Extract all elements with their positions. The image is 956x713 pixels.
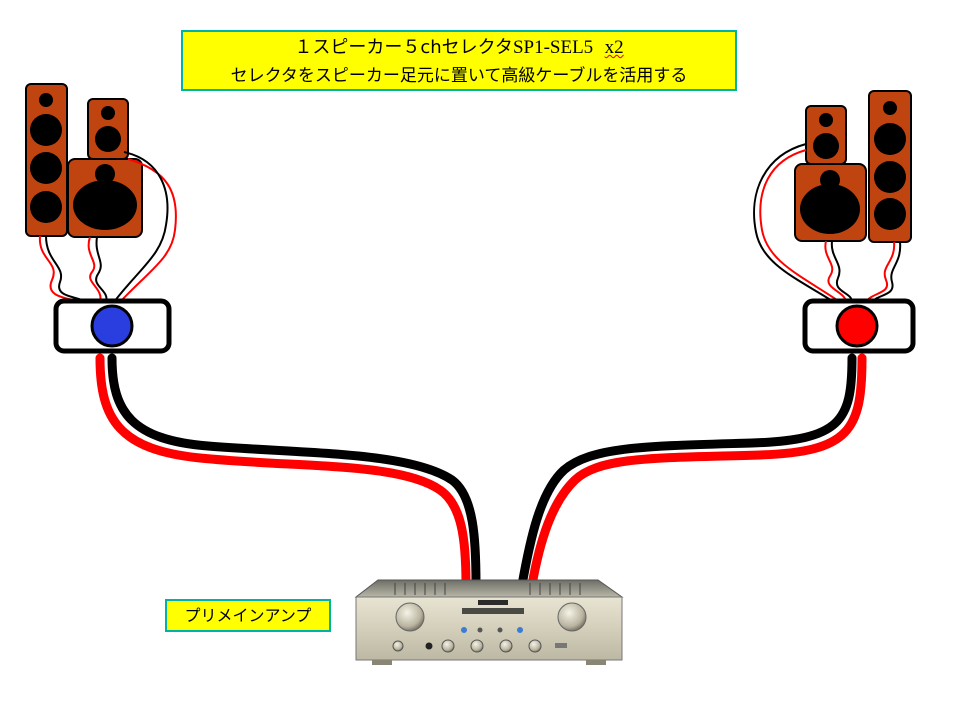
left-center-speaker — [67, 158, 143, 238]
woofer-icon — [30, 114, 62, 146]
left-speaker-wires — [38, 151, 177, 303]
woofer-icon — [874, 198, 906, 230]
woofer-icon — [95, 126, 121, 152]
tweeter-icon — [101, 106, 115, 120]
right-selector — [802, 298, 916, 354]
left-selector — [53, 298, 172, 354]
input-selector-knob — [395, 602, 425, 632]
right-center-speaker — [794, 163, 867, 242]
title-multiplier: x2 — [604, 37, 624, 58]
left-selector-knob — [90, 304, 134, 348]
left-tower-speaker — [25, 83, 68, 237]
title-line2: セレクタをスピーカー足元に置いて高級ケーブルを活用する — [230, 66, 688, 86]
woofer-icon — [30, 191, 62, 223]
woofer-icon — [813, 133, 839, 159]
volume-knob — [557, 602, 587, 632]
woofer-icon — [874, 123, 906, 155]
title-box: １スピーカー５chセレクタSP1-SEL5 x2 セレクタをスピーカー足元に置い… — [181, 30, 737, 91]
tweeter-icon — [95, 164, 115, 184]
amp-label: プリメインアンプ — [165, 599, 331, 632]
amplifier — [354, 579, 624, 665]
title-model: SP1-SEL5 — [512, 37, 594, 58]
title-prefix: １スピーカー５chセレクタ — [294, 37, 513, 58]
right-small-speaker — [805, 105, 847, 165]
woofer-icon — [800, 184, 860, 234]
main-cables — [95, 353, 867, 590]
woofer-icon — [73, 180, 137, 230]
woofer-icon — [30, 152, 62, 184]
left-small-speaker — [87, 98, 129, 160]
right-speaker-group — [753, 90, 916, 354]
right-speaker-wires — [753, 143, 902, 303]
woofer-icon — [874, 161, 906, 193]
left-speaker-group — [25, 83, 177, 354]
tweeter-icon — [39, 93, 53, 107]
tweeter-icon — [883, 101, 897, 115]
right-selector-knob — [835, 304, 879, 348]
tweeter-icon — [819, 113, 833, 127]
right-tower-speaker — [868, 90, 912, 243]
title-line1: １スピーカー５chセレクタSP1-SEL5 x2 — [183, 37, 735, 59]
